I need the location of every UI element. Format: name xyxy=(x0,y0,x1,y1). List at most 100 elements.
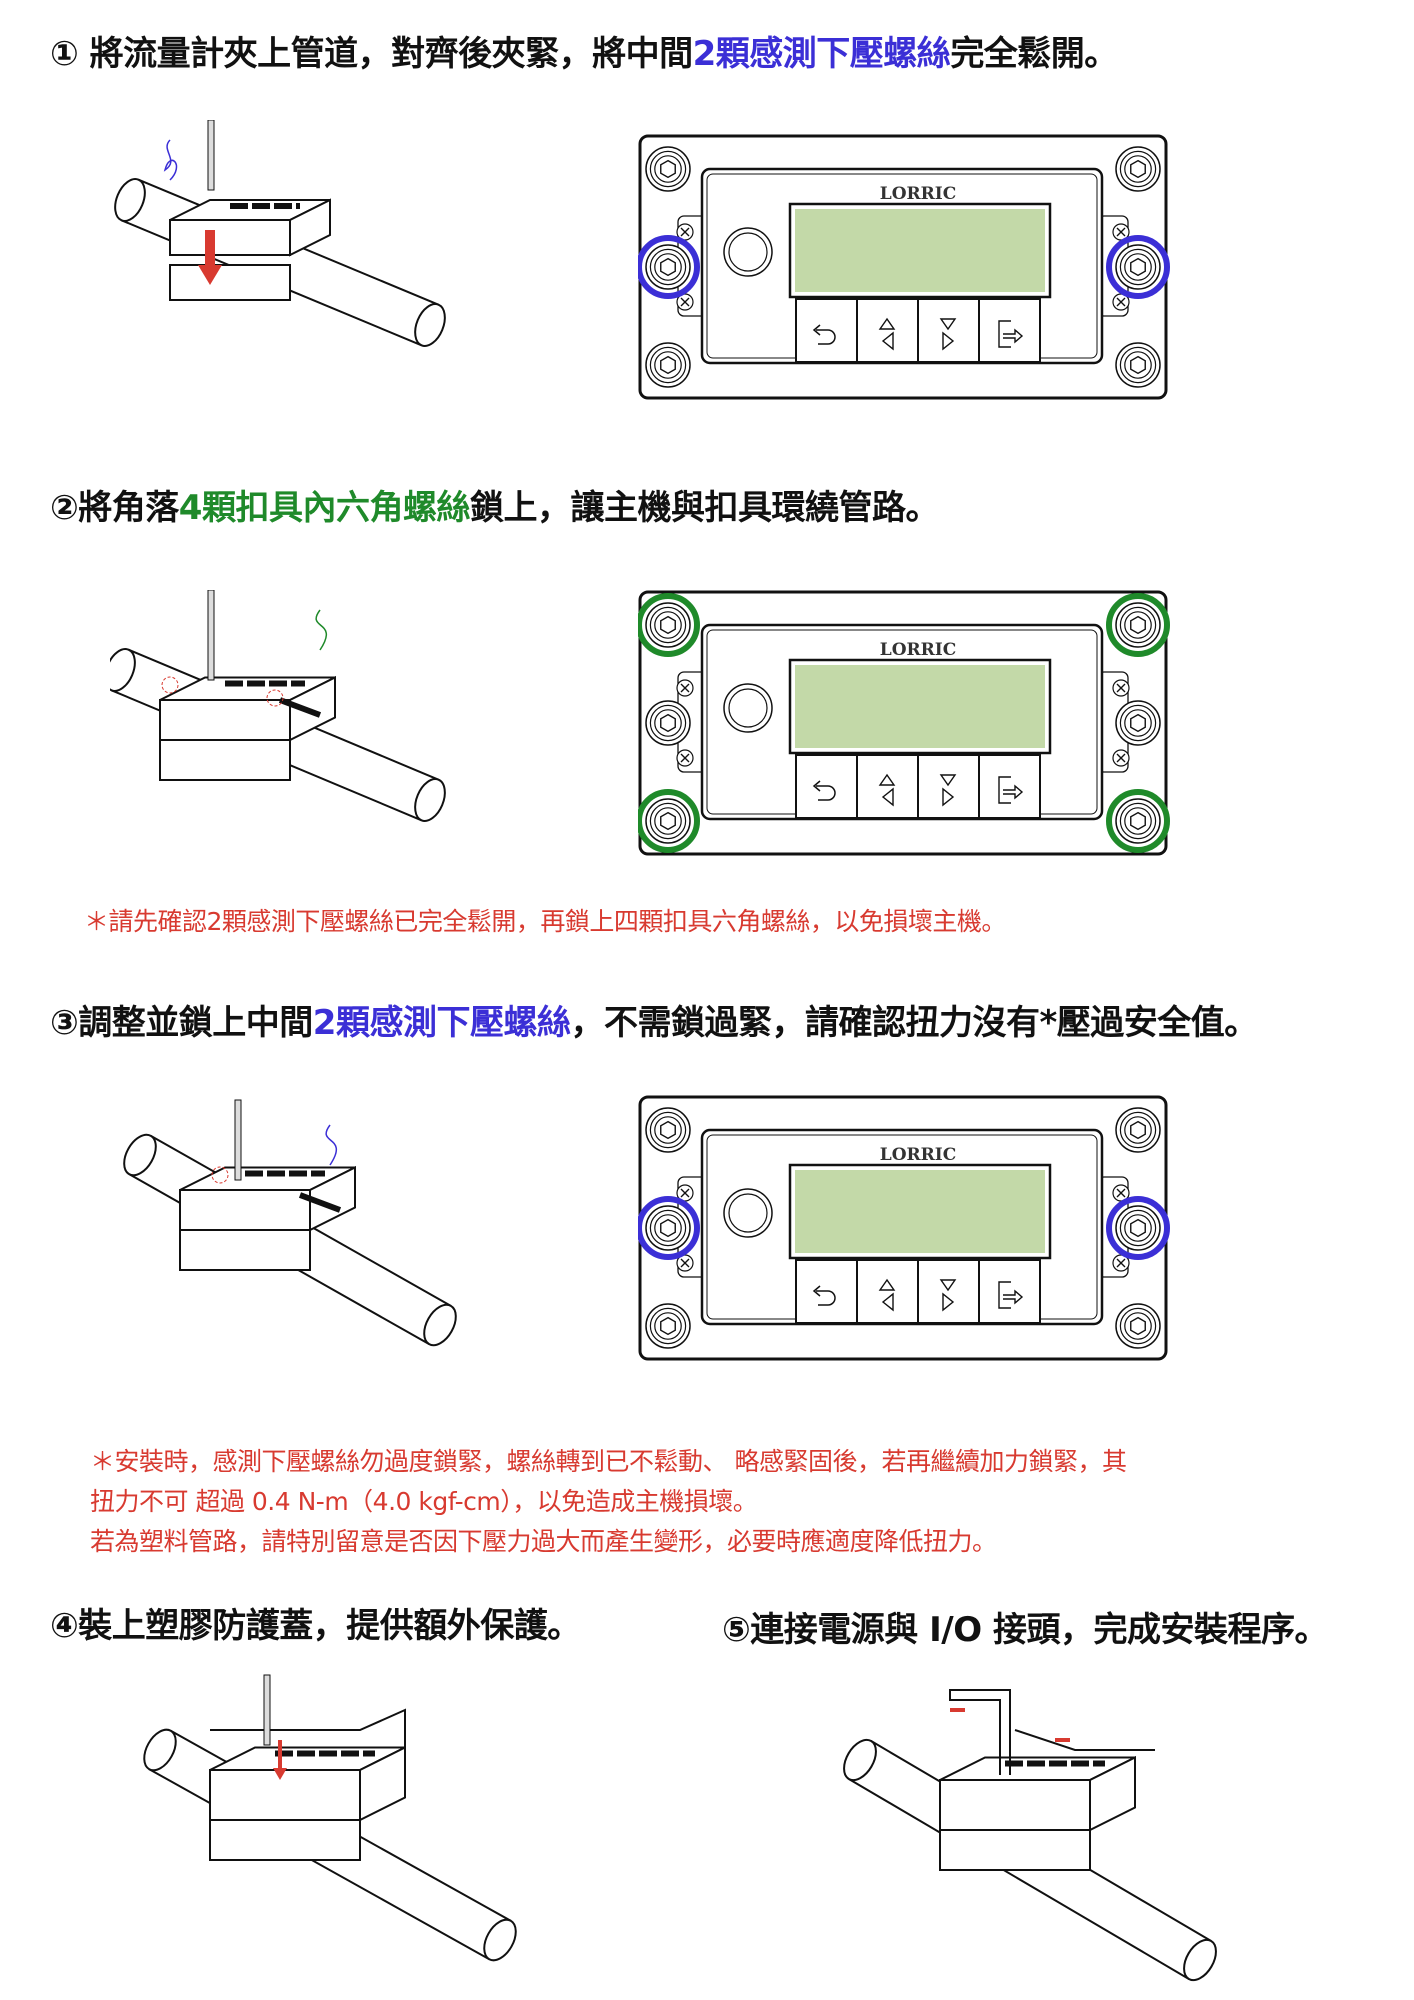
round-button xyxy=(723,1188,773,1238)
hex-screw-icon xyxy=(1115,244,1161,290)
phillips-screw-icon xyxy=(676,223,694,241)
panel-button-up-left-icon[interactable] xyxy=(856,1259,919,1324)
phillips-screw-icon xyxy=(1112,293,1130,311)
flowmeter-panel-1: LORRIC xyxy=(638,134,1170,400)
highlight-ring xyxy=(1106,1196,1170,1260)
hex-screw-icon xyxy=(645,146,691,192)
step-number: ② xyxy=(50,488,79,528)
step-5-heading: ⑤連接電源與 I/O 接頭，完成安裝程序。 xyxy=(722,1602,1328,1651)
panel-button-enter-icon[interactable] xyxy=(978,298,1041,363)
step-text: ，不需鎖過緊，請確認扭力沒有*壓過安全值。 xyxy=(570,1003,1258,1043)
sensor-rod xyxy=(263,1674,271,1746)
warning-note-2: ＊安裝時，感測下壓螺絲勿過度鎖緊，螺絲轉到已不鬆動、 略感緊固後，若再繼續加力鎖… xyxy=(90,1442,1127,1562)
hex-screw-icon xyxy=(645,1107,691,1153)
warning-note-1: ＊請先確認2顆感測下壓螺絲已完全鬆開，再鎖上四顆扣具六角螺絲，以免損壞主機。 xyxy=(84,907,1006,936)
phillips-screw-icon xyxy=(676,749,694,767)
panel-button-up-left-icon[interactable] xyxy=(856,754,919,819)
lower-clamp xyxy=(179,1229,311,1271)
hex-key xyxy=(278,697,322,718)
hex-screw-icon xyxy=(645,700,691,746)
step-3-heading: ③調整並鎖上中間2顆感測下壓螺絲，不需鎖過緊，請確認扭力沒有*壓過安全值。 xyxy=(50,995,1258,1044)
cable xyxy=(949,1689,1011,1775)
round-button xyxy=(723,683,773,733)
step-text: 將流量計夾上管道，對齊後夾緊，將中間 xyxy=(78,34,694,74)
rotate-arrow-icon xyxy=(163,139,178,181)
step-highlight: 2顆感測下壓螺絲 xyxy=(692,34,951,74)
flowmeter-body xyxy=(159,675,336,742)
hex-screw-icon xyxy=(645,798,691,844)
panel-button-up-left-icon[interactable] xyxy=(856,298,919,363)
lower-clamp xyxy=(159,739,291,781)
step-text: 將角落 xyxy=(78,488,179,528)
step-number: ③ xyxy=(50,1003,79,1043)
hex-screw-icon xyxy=(1115,700,1161,746)
hex-screw-icon xyxy=(645,342,691,388)
panel-button-enter-icon[interactable] xyxy=(978,754,1041,819)
panel-button-down-right-icon[interactable] xyxy=(917,754,980,819)
hex-screw-icon xyxy=(645,602,691,648)
highlight-ring xyxy=(638,235,700,299)
phillips-screw-icon xyxy=(676,679,694,697)
rotate-arrow-icon xyxy=(315,609,327,651)
step-text: 調整並鎖上中間 xyxy=(78,1003,313,1043)
flowmeter-body xyxy=(939,1755,1136,1832)
connect-arrows-icon xyxy=(950,1708,1070,1742)
hex-screw-icon xyxy=(1115,602,1161,648)
pipe xyxy=(114,178,446,347)
hex-screw-icon xyxy=(1115,1205,1161,1251)
screw-marker xyxy=(211,1166,229,1184)
protective-cover-illustration xyxy=(143,1674,517,1962)
flowmeter-panel-2: LORRIC xyxy=(638,590,1170,856)
highlight-ring xyxy=(1106,593,1170,657)
lower-clamp xyxy=(209,1819,361,1861)
clamp-on-pipe-illustration-3 xyxy=(123,1099,457,1347)
brand-logo: LORRIC xyxy=(880,1145,957,1165)
brand-logo: LORRIC xyxy=(880,184,957,204)
note-line: 扭力不可 超過 0.4 N-m（4.0 kgf-cm），以免造成主機損壞。 xyxy=(90,1487,758,1516)
brand-logo: LORRIC xyxy=(880,640,957,660)
sensor-rod xyxy=(207,590,215,681)
panel-button-back-icon[interactable] xyxy=(795,1259,858,1324)
panel-button-enter-icon[interactable] xyxy=(978,1259,1041,1324)
panel-button-down-right-icon[interactable] xyxy=(917,298,980,363)
step-text: 裝上塑膠防護蓋，提供額外保護。 xyxy=(78,1606,581,1646)
panel-button-back-icon[interactable] xyxy=(795,298,858,363)
flowmeter-body xyxy=(179,1165,356,1232)
highlight-ring xyxy=(638,1196,700,1260)
hex-screw-icon xyxy=(1115,1303,1161,1349)
flowmeter-body xyxy=(209,1745,406,1822)
step-text: 連接電源與 I/O 接頭，完成安裝程序。 xyxy=(750,1610,1328,1650)
highlight-ring xyxy=(1106,789,1170,853)
phillips-screw-icon xyxy=(1112,749,1130,767)
phillips-screw-icon xyxy=(1112,1254,1130,1272)
sensor-rod xyxy=(207,120,215,191)
round-button xyxy=(723,227,773,277)
hex-screw-icon xyxy=(1115,146,1161,192)
hex-screw-icon xyxy=(645,1303,691,1349)
flowmeter-body xyxy=(169,198,331,257)
lower-clamp xyxy=(939,1829,1091,1871)
hex-screw-icon xyxy=(1115,342,1161,388)
highlight-ring xyxy=(638,593,700,657)
highlight-ring xyxy=(638,789,700,853)
protective-cover xyxy=(210,1708,406,1760)
note-line: 若為塑料管路，請特別留意是否因下壓力過大而產生變形，必要時應適度降低扭力。 xyxy=(90,1527,997,1556)
highlight-ring xyxy=(1106,235,1170,299)
step-highlight: 4顆扣具內六角螺絲 xyxy=(178,488,471,528)
panel-button-back-icon[interactable] xyxy=(795,754,858,819)
step-text: 完全鬆開。 xyxy=(950,34,1118,74)
phillips-screw-icon xyxy=(1112,679,1130,697)
pipe xyxy=(843,1738,1217,1982)
hex-screw-icon xyxy=(645,244,691,290)
step-highlight: 2顆感測下壓螺絲 xyxy=(312,1003,571,1043)
note-line: ＊安裝時，感測下壓螺絲勿過度鎖緊，螺絲轉到已不鬆動、 略感緊固後，若再繼續加力鎖… xyxy=(90,1447,1127,1476)
panel-button-down-right-icon[interactable] xyxy=(917,1259,980,1324)
hex-key xyxy=(298,1192,342,1213)
step-number: ① xyxy=(50,34,79,74)
step-number: ④ xyxy=(50,1606,79,1646)
step-number: ⑤ xyxy=(722,1610,751,1650)
rotate-arrow-icon xyxy=(325,1124,337,1166)
step-2-heading: ②將角落4顆扣具內六角螺絲鎖上，讓主機與扣具環繞管路。 xyxy=(50,480,939,529)
flowmeter-panel-3: LORRIC xyxy=(638,1095,1170,1361)
step-4-heading: ④裝上塑膠防護蓋，提供額外保護。 xyxy=(50,1598,581,1647)
